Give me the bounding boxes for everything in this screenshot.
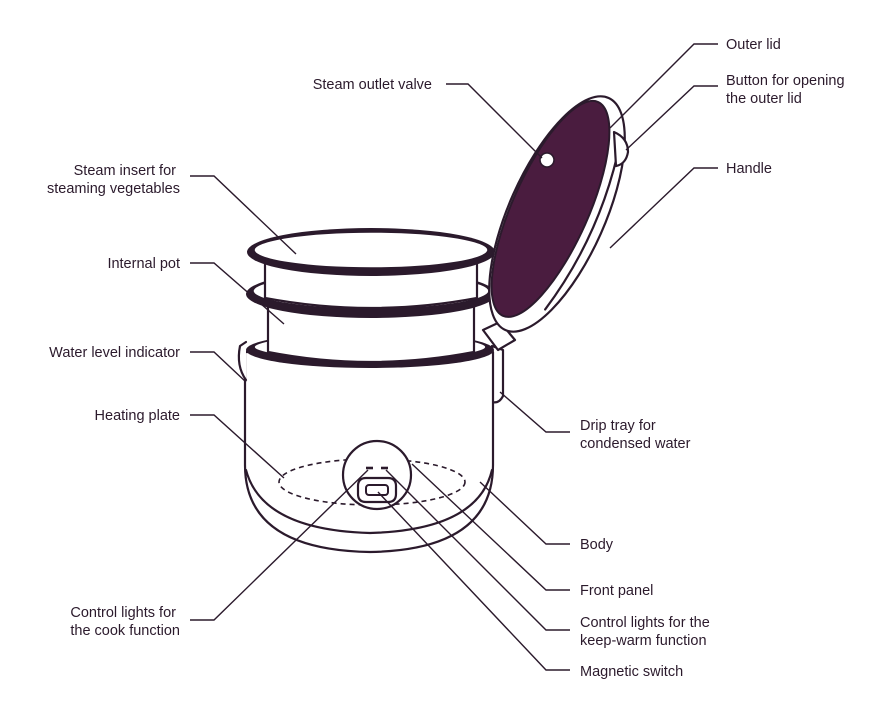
- rice-cooker-illustration: [237, 95, 630, 554]
- leader-water-level-indicator: [190, 351, 247, 383]
- label-button-outer-lid: Button for opening the outer lid: [726, 73, 849, 107]
- label-heating-plate: Heating plate: [95, 408, 180, 424]
- label-steam-outlet-valve: Steam outlet valve: [313, 77, 432, 93]
- leader-button-outer-lid: [625, 85, 718, 151]
- label-magnetic-switch: Magnetic switch: [580, 664, 683, 680]
- leader-steam-outlet-valve: [446, 83, 543, 159]
- leader-front-panel: [411, 463, 570, 591]
- label-outer-lid: Outer lid: [726, 37, 781, 53]
- leader-control-lights-cook: [190, 469, 369, 621]
- label-steam-insert: Steam insert for steaming vegetables: [47, 163, 180, 197]
- leader-control-lights-keep-warm: [385, 469, 570, 631]
- label-body: Body: [580, 537, 614, 553]
- label-water-level-indicator: Water level indicator: [49, 345, 180, 361]
- steam-insert-rim-inner: [253, 231, 489, 269]
- label-front-panel: Front panel: [580, 583, 653, 599]
- leader-heating-plate: [190, 414, 285, 479]
- leader-outer-lid: [609, 43, 718, 129]
- water-level-indicator-shape: [237, 340, 248, 382]
- magnetic-switch-slot: [365, 484, 389, 496]
- label-drip-tray: Drip tray for condensed water: [580, 418, 691, 452]
- label-internal-pot: Internal pot: [107, 256, 180, 272]
- leader-drip-tray: [499, 391, 570, 433]
- outer-lid-panel: [490, 99, 611, 318]
- leader-steam-insert: [190, 175, 297, 255]
- leader-body: [479, 481, 570, 545]
- leader-internal-pot: [190, 262, 285, 325]
- leader-lines: [190, 43, 718, 671]
- label-control-lights-cook: Control lights for the cook function: [70, 605, 180, 639]
- steam-outlet-valve-shape: [539, 152, 555, 168]
- body-lower-rim: [244, 468, 494, 535]
- leader-handle: [609, 167, 718, 249]
- label-handle: Handle: [726, 161, 772, 177]
- outer-lid-shape: [488, 95, 626, 333]
- outer-lid-button-shape: [612, 130, 630, 168]
- label-control-lights-keep-warm: Control lights for the keep-warm functio…: [580, 615, 714, 649]
- leader-magnetic-switch: [377, 491, 570, 671]
- labels: Outer lid Button for opening the outer l…: [47, 37, 849, 680]
- lid-hinge-shape: [481, 320, 517, 352]
